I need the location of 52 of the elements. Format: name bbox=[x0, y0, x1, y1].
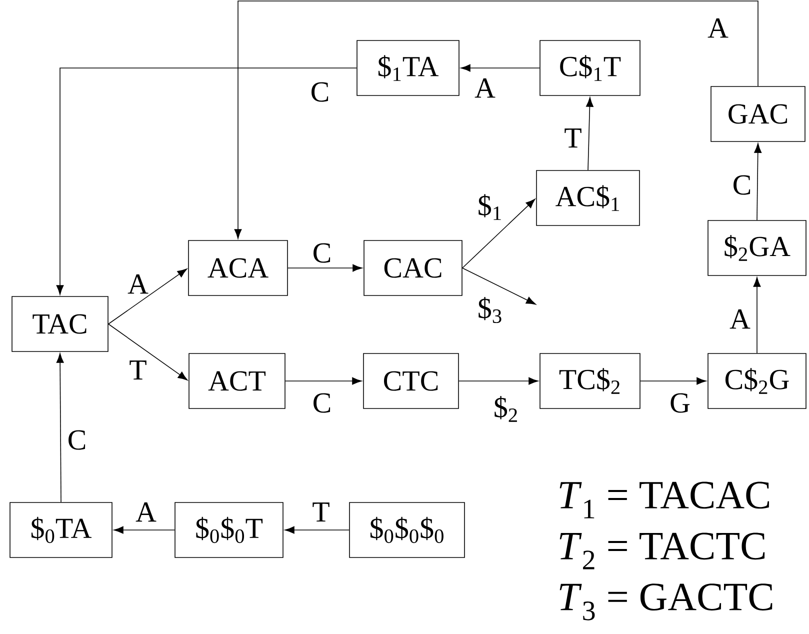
text-box: TC$$_{2}$ bbox=[540, 353, 640, 409]
arrow bbox=[285, 377, 362, 385]
edge-label: A bbox=[128, 274, 148, 294]
arrow bbox=[640, 377, 706, 385]
arrow bbox=[108, 268, 188, 324]
text-box: C$$_{2}$G bbox=[708, 353, 806, 409]
text-box: CTC bbox=[363, 353, 459, 409]
edge-label: C bbox=[314, 243, 330, 263]
arrow bbox=[56, 68, 357, 295]
edge-label: A bbox=[136, 502, 156, 522]
text-box: C$$_{1}$T bbox=[540, 40, 640, 96]
edge-label: T bbox=[130, 360, 146, 380]
edge-label: $$_{1}$ bbox=[478, 194, 501, 220]
edge-label: C bbox=[312, 82, 328, 102]
edge-label: G bbox=[670, 393, 690, 413]
equation: T$_{1}$ = TACAC bbox=[560, 482, 770, 518]
text-box: $$_{0}$$$_{0}$T bbox=[174, 502, 284, 558]
text-box: ACA bbox=[188, 240, 288, 296]
edge-label: A bbox=[708, 18, 728, 38]
edge-label: A bbox=[474, 78, 496, 98]
edge-label: T bbox=[564, 128, 582, 148]
edge-label: $$_{3}$ bbox=[478, 296, 502, 324]
equation: T$_{2}$ = TACTC bbox=[560, 532, 765, 570]
text-box: $$_{1}$TA bbox=[356, 40, 460, 96]
text-box: $$_{2}$GA bbox=[708, 220, 806, 276]
arrow bbox=[754, 143, 762, 220]
arrow bbox=[460, 64, 540, 72]
edge-label: $$_{2}$ bbox=[494, 396, 517, 422]
arrow bbox=[462, 268, 536, 305]
edge-label: T bbox=[312, 502, 330, 522]
text-box: GAC bbox=[710, 86, 806, 142]
arrow bbox=[753, 277, 761, 354]
arrow bbox=[458, 377, 538, 385]
arrow bbox=[462, 198, 536, 268]
equation: T$_{3}$ = GACTC bbox=[560, 584, 772, 620]
arrow bbox=[114, 526, 175, 534]
arrow bbox=[288, 264, 362, 272]
arrow bbox=[56, 353, 64, 502]
arrow bbox=[234, 0, 758, 239]
text-box: $$_{0}$$$_{0}$$$_{0}$ bbox=[349, 502, 465, 558]
text-box: ACT bbox=[188, 353, 286, 409]
text-box: CAC bbox=[364, 240, 462, 296]
edge-label: C bbox=[68, 430, 86, 450]
text-box: $$_{0}$TA bbox=[10, 502, 112, 558]
arrow bbox=[108, 324, 188, 380]
edge-label: C bbox=[314, 393, 330, 413]
edge-label: A bbox=[730, 309, 750, 329]
text-box: TAC bbox=[12, 296, 108, 352]
text-box: AC$$_{1}$ bbox=[536, 170, 640, 226]
edge-label: C bbox=[734, 175, 750, 195]
arrow bbox=[586, 97, 594, 170]
arrow bbox=[284, 526, 350, 534]
